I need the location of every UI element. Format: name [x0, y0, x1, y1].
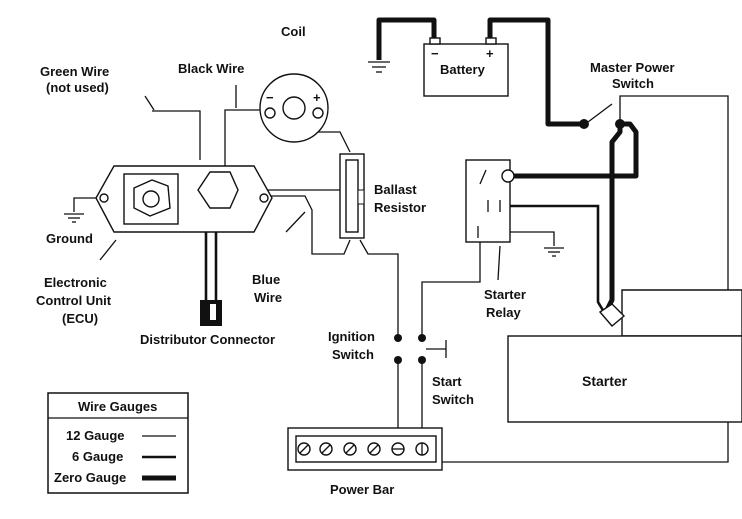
- medium-wires: [204, 204, 606, 313]
- blue-wire-label-2: Wire: [254, 290, 282, 305]
- battery-positive-post: [485, 37, 497, 45]
- coil-negative-terminal: [264, 107, 276, 119]
- ignition-switch-top: [394, 334, 402, 342]
- ballast-resistor: [339, 153, 365, 239]
- battery-label: Battery: [440, 62, 486, 77]
- master-to-relay-cable: [508, 121, 639, 179]
- starter-relay-label-2: Relay: [486, 305, 521, 320]
- relay-battery-terminal: [501, 169, 515, 183]
- start-switch-top: [418, 334, 426, 342]
- starter-motor: [507, 289, 742, 423]
- green-wire-arrow: [144, 95, 155, 111]
- ecu-socket-hole: [142, 190, 160, 208]
- starter-relay-label-1: Starter: [484, 287, 526, 302]
- distributor-connector: [200, 300, 222, 326]
- battery-negative-post: [429, 37, 441, 45]
- ballast-label-1: Ballast: [374, 182, 417, 197]
- master-power-switch: [579, 103, 625, 129]
- master-to-powerbar-wire: [432, 95, 729, 463]
- ballast-label-2: Resistor: [374, 200, 426, 215]
- start-switch-label-1: Start: [432, 374, 462, 389]
- green-wire-note: (not used): [46, 80, 109, 95]
- master-switch-terminal-a: [579, 119, 589, 129]
- master-switch-blade: [587, 103, 613, 123]
- coil-positive-sign: +: [313, 90, 321, 105]
- coil-positive-terminal: [312, 107, 324, 119]
- battery-ground-icon: [368, 61, 390, 73]
- ecu-label-arrow: [99, 239, 117, 261]
- blue-wire: [236, 195, 351, 255]
- heavy-wires: [376, 17, 639, 314]
- battery-body: [423, 43, 509, 97]
- black-wire-label: Black Wire: [178, 61, 244, 76]
- relay-ground-wire: [510, 231, 555, 246]
- ballast-tab: [357, 189, 365, 205]
- blue-wire-arrow: [285, 211, 306, 233]
- ignition-switch-bottom: [394, 356, 402, 364]
- master-to-starter-cable: [603, 124, 623, 314]
- ecu-label-3: (ECU): [62, 311, 98, 326]
- battery-positive-sign: +: [486, 46, 494, 61]
- start-switch-label-2: Switch: [432, 392, 474, 407]
- distributor-connector-label: Distributor Connector: [140, 332, 275, 347]
- ballast-core: [345, 159, 359, 233]
- blue-wire-label-1: Blue: [252, 272, 280, 287]
- legend-item-label: Zero Gauge: [54, 470, 126, 485]
- ignition-switch-label-1: Ignition: [328, 329, 375, 344]
- starter-body: [507, 335, 742, 423]
- start-switch-bottom: [418, 356, 426, 364]
- wire-gauge-legend: Wire Gauges 12 Gauge 6 Gauge Zero Gauge: [47, 392, 189, 494]
- ecu-label-2: Control Unit: [36, 293, 112, 308]
- starter-terminal: [598, 303, 626, 327]
- green-wire: [152, 110, 201, 160]
- power-bar: [287, 427, 443, 471]
- power-bar-terminals: [297, 442, 429, 456]
- starter-relay: [465, 159, 515, 243]
- power-bar-label: Power Bar: [330, 482, 394, 497]
- ecu-label-1: Electronic: [44, 275, 107, 290]
- battery-ground-cable: [376, 17, 437, 60]
- labels: Coil Green Wire (not used) Black Wire Ba…: [36, 24, 675, 497]
- master-switch-label-1: Master Power: [590, 60, 675, 75]
- relay-contact: [479, 169, 487, 185]
- ground-label: Ground: [46, 231, 93, 246]
- master-switch-label-2: Switch: [612, 76, 654, 91]
- coil-label: Coil: [281, 24, 306, 39]
- legend-title: Wire Gauges: [78, 399, 157, 414]
- relay-ground-icon: [544, 247, 564, 257]
- ecu-body: [95, 165, 273, 233]
- distributor-connector-slot: [210, 304, 216, 320]
- legend-item-label: 6 Gauge: [72, 449, 123, 464]
- starter-label: Starter: [582, 373, 628, 389]
- starter-relay-arrow: [497, 245, 501, 281]
- coil-center-terminal: [282, 96, 306, 120]
- power-bar-strip: [295, 435, 437, 463]
- battery-positive-cable: [487, 17, 580, 127]
- relay-to-starter-wire: [506, 204, 606, 313]
- coil: − +: [259, 73, 329, 143]
- ecu: [95, 165, 273, 233]
- master-switch-terminal-b: [615, 119, 625, 129]
- coil-negative-sign: −: [266, 90, 274, 105]
- ecu-mount-right: [259, 193, 269, 203]
- ecu-mount-left: [99, 193, 109, 203]
- ecu-ground-wire: [73, 197, 104, 212]
- green-wire-label: Green Wire: [40, 64, 109, 79]
- starter-top: [621, 289, 742, 337]
- battery: − +: [423, 37, 509, 97]
- switches: [394, 334, 447, 364]
- battery-negative-sign: −: [431, 46, 439, 61]
- ecu-ground-icon: [64, 213, 84, 223]
- ecu-connector: [197, 171, 239, 209]
- ballast-to-ignition-wire: [359, 239, 399, 335]
- ignition-switch-label-2: Switch: [332, 347, 374, 362]
- relay-to-start-wire: [421, 240, 481, 335]
- legend-item-label: 12 Gauge: [66, 428, 125, 443]
